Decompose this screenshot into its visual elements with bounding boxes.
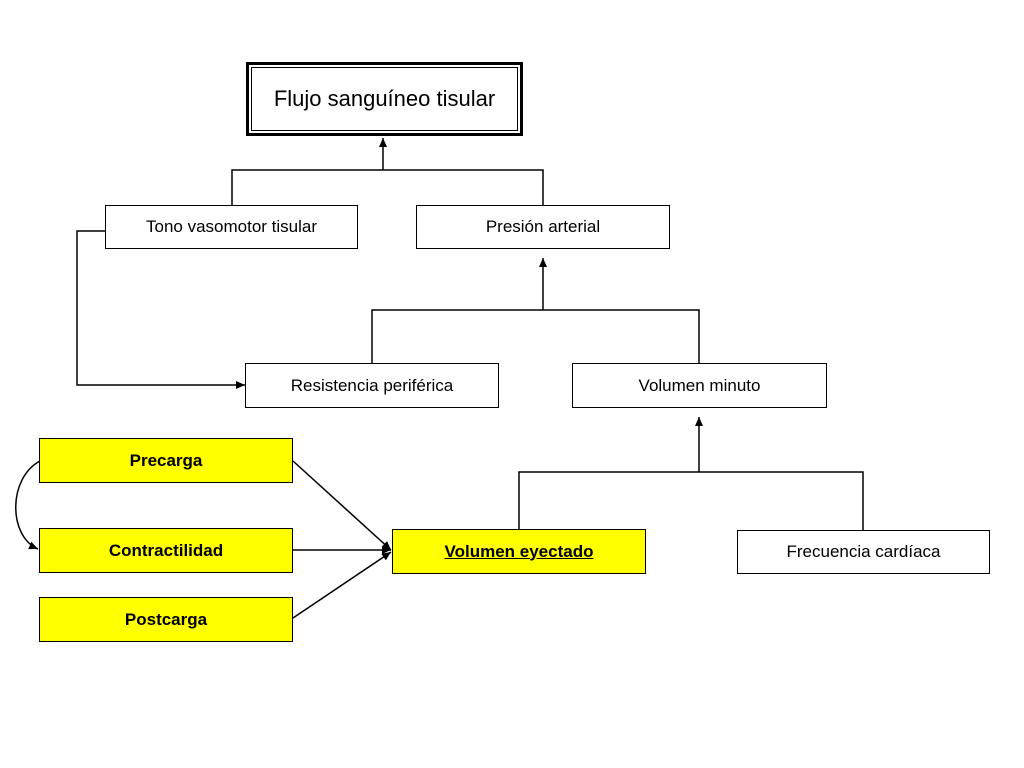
node-volumen-minuto: Volumen minuto xyxy=(572,363,827,408)
node-label: Precarga xyxy=(129,450,203,470)
node-label: Flujo sanguíneo tisular xyxy=(273,86,496,111)
arrow-precarga-to-ve xyxy=(292,460,392,551)
connector-tono-to-resistencia xyxy=(76,230,245,389)
node-volumen-eyectado: Volumen eyectado xyxy=(392,529,646,574)
node-postcarga: Postcarga xyxy=(39,597,293,642)
node-label: Volumen minuto xyxy=(638,375,761,395)
node-label: Frecuencia cardíaca xyxy=(786,542,941,561)
node-tono-vasomotor-tisular: Tono vasomotor tisular xyxy=(105,205,358,249)
node-label: Presión arterial xyxy=(485,217,601,236)
node-presion-arterial: Presión arterial xyxy=(416,205,670,249)
node-flujo-sanguineo-tisular: Flujo sanguíneo tisular xyxy=(246,62,523,136)
node-label: Contractilidad xyxy=(108,540,224,560)
node-label: Resistencia periférica xyxy=(290,375,454,395)
node-label: Postcarga xyxy=(124,609,208,629)
connector-precarga-to-contractilidad xyxy=(15,460,41,550)
node-precarga: Precarga xyxy=(39,438,293,483)
node-frecuencia-cardiaca: Frecuencia cardíaca xyxy=(737,530,990,574)
node-resistencia-periferica: Resistencia periférica xyxy=(245,363,499,408)
node-contractilidad: Contractilidad xyxy=(39,528,293,573)
connector-resistencia-vm-to-presion xyxy=(371,309,700,363)
node-label: Volumen eyectado xyxy=(444,541,594,561)
arrow-postcarga-to-ve xyxy=(292,551,392,619)
node-label: Tono vasomotor tisular xyxy=(145,217,318,236)
connector-tono-presion-to-flujo xyxy=(231,169,544,205)
connector-ve-fc-to-vm xyxy=(518,471,864,530)
